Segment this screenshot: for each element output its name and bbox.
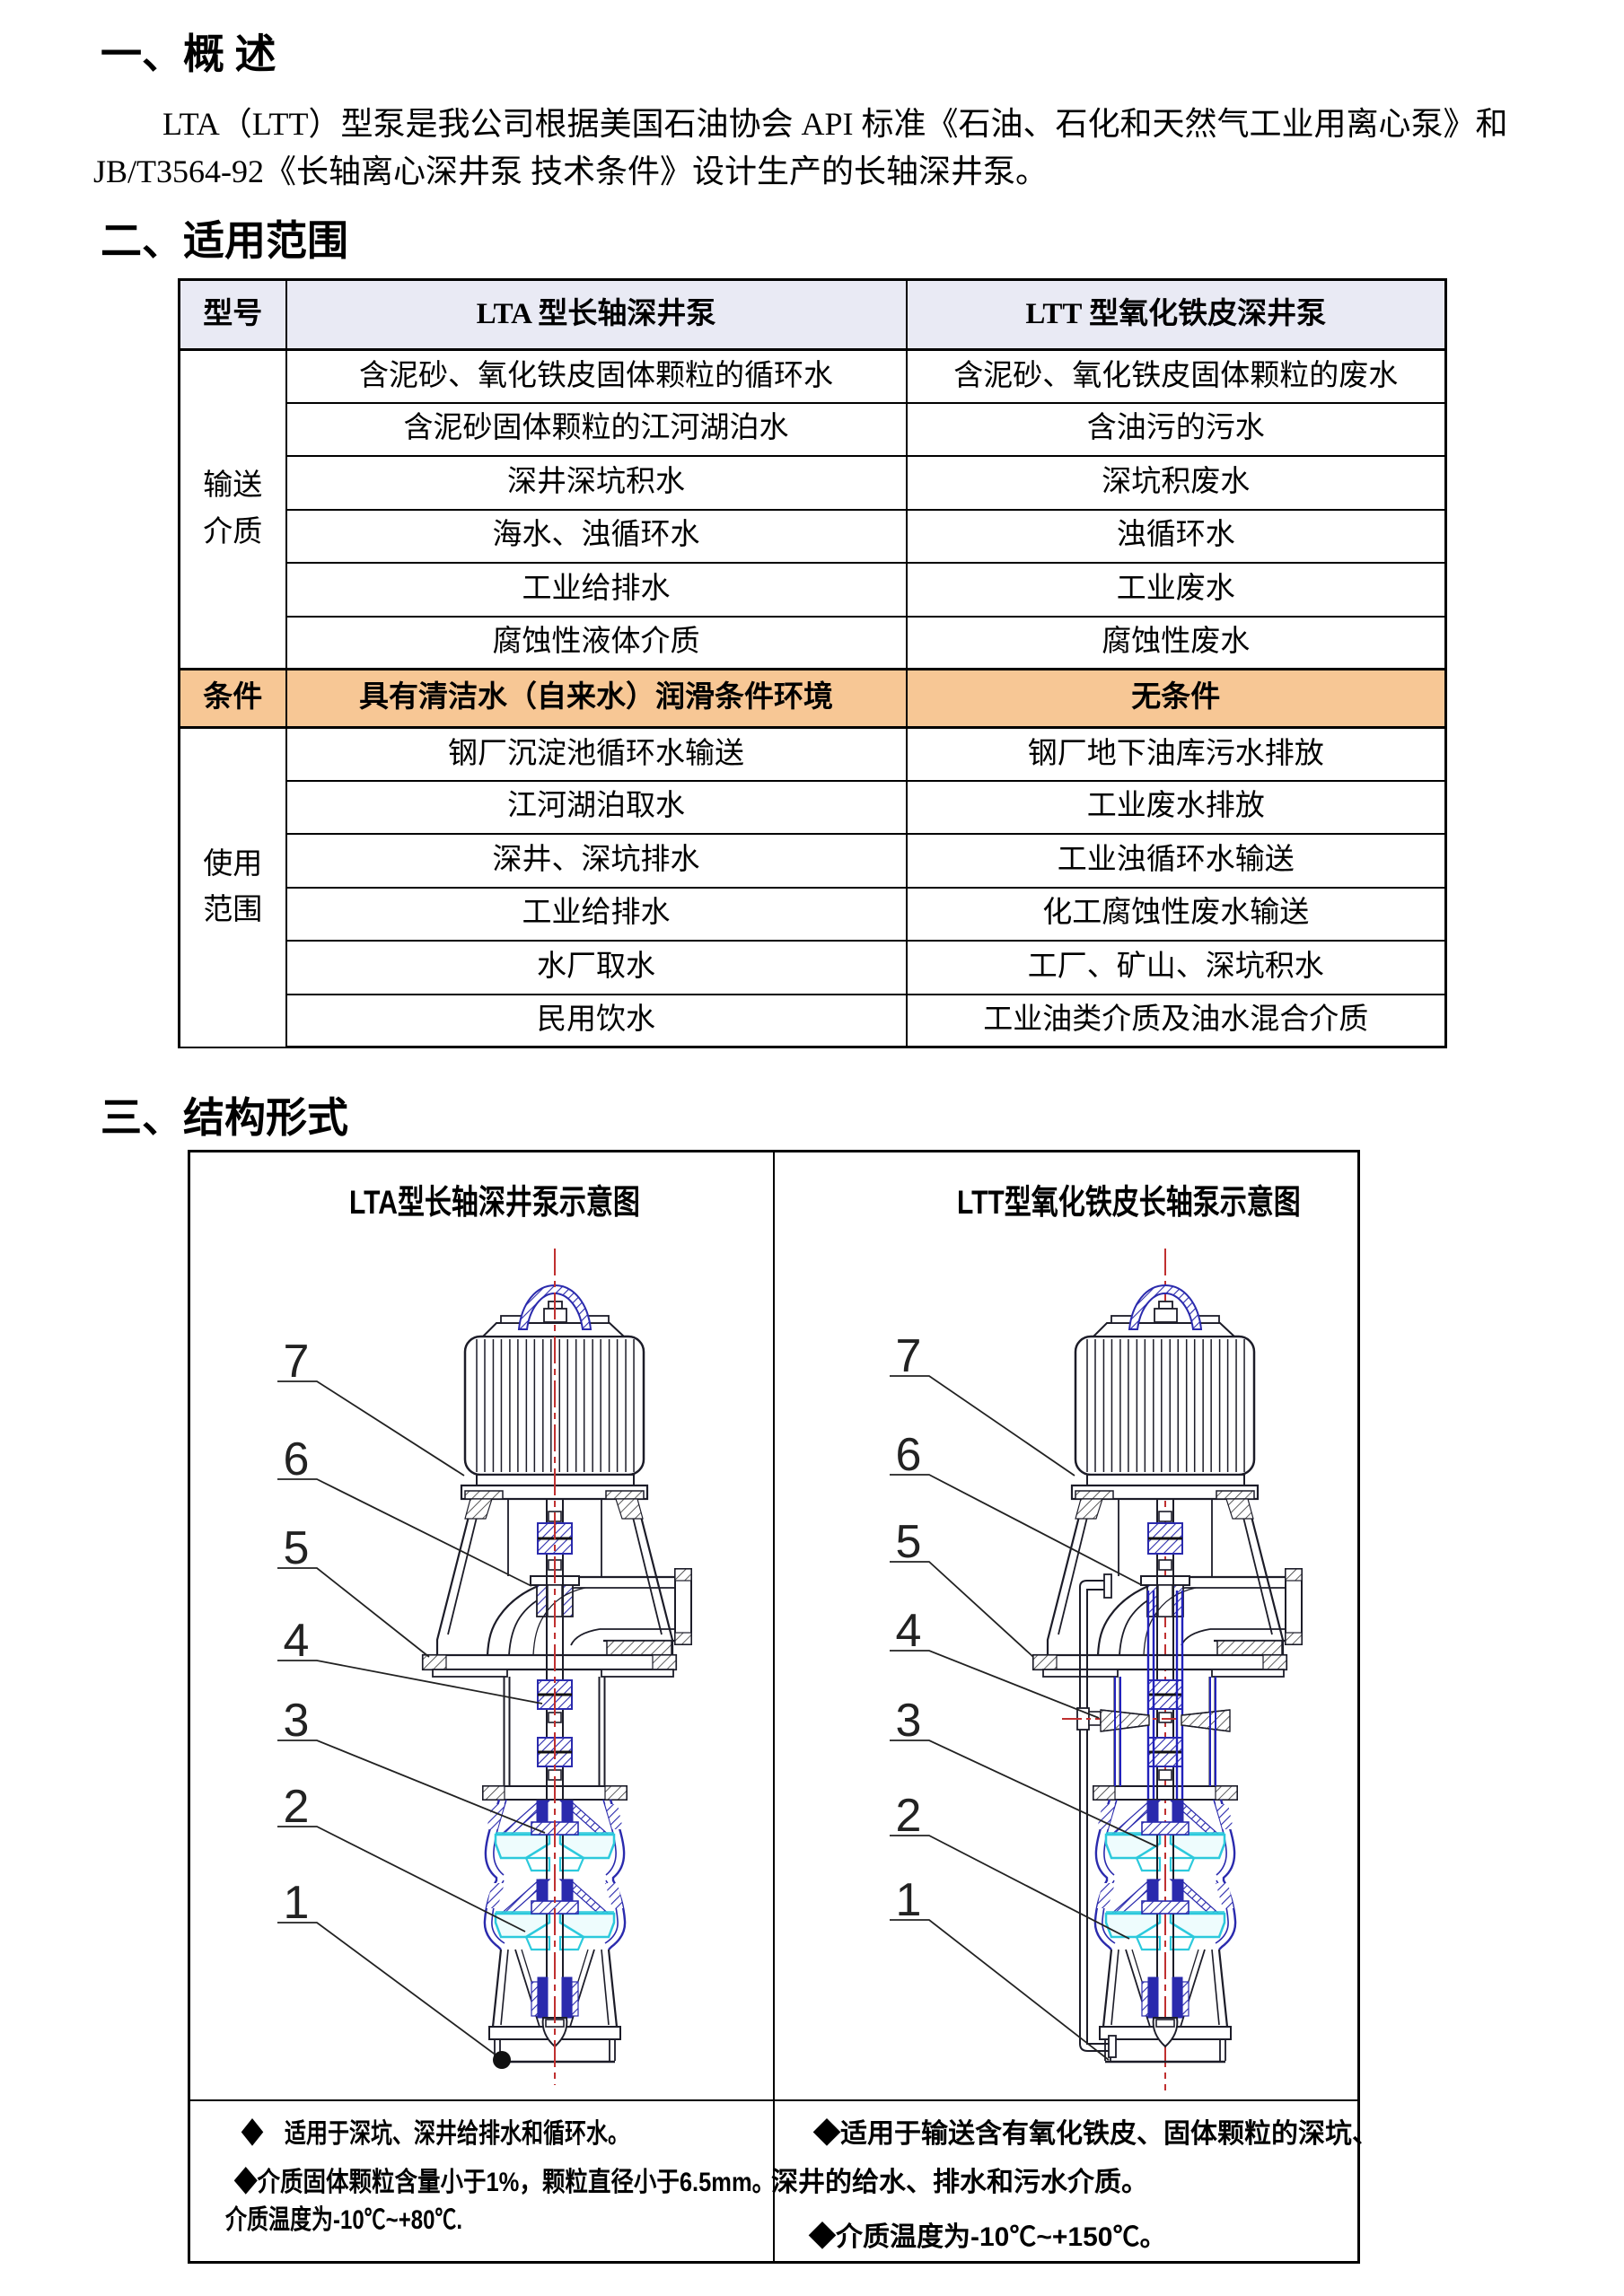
svg-text:1: 1 bbox=[284, 1877, 310, 1929]
svg-text:1: 1 bbox=[896, 1874, 922, 1926]
svg-text:5: 5 bbox=[896, 1516, 922, 1568]
svg-text:2: 2 bbox=[284, 1781, 310, 1833]
svg-text:7: 7 bbox=[284, 1336, 310, 1388]
svg-text:4: 4 bbox=[284, 1615, 310, 1667]
svg-text:6: 6 bbox=[284, 1433, 310, 1485]
svg-text:3: 3 bbox=[284, 1695, 310, 1747]
svg-text:5: 5 bbox=[284, 1522, 310, 1574]
svg-text:2: 2 bbox=[896, 1790, 922, 1842]
svg-text:7: 7 bbox=[896, 1330, 922, 1382]
svg-text:4: 4 bbox=[896, 1605, 922, 1657]
svg-text:6: 6 bbox=[896, 1429, 922, 1481]
svg-text:3: 3 bbox=[896, 1695, 922, 1747]
